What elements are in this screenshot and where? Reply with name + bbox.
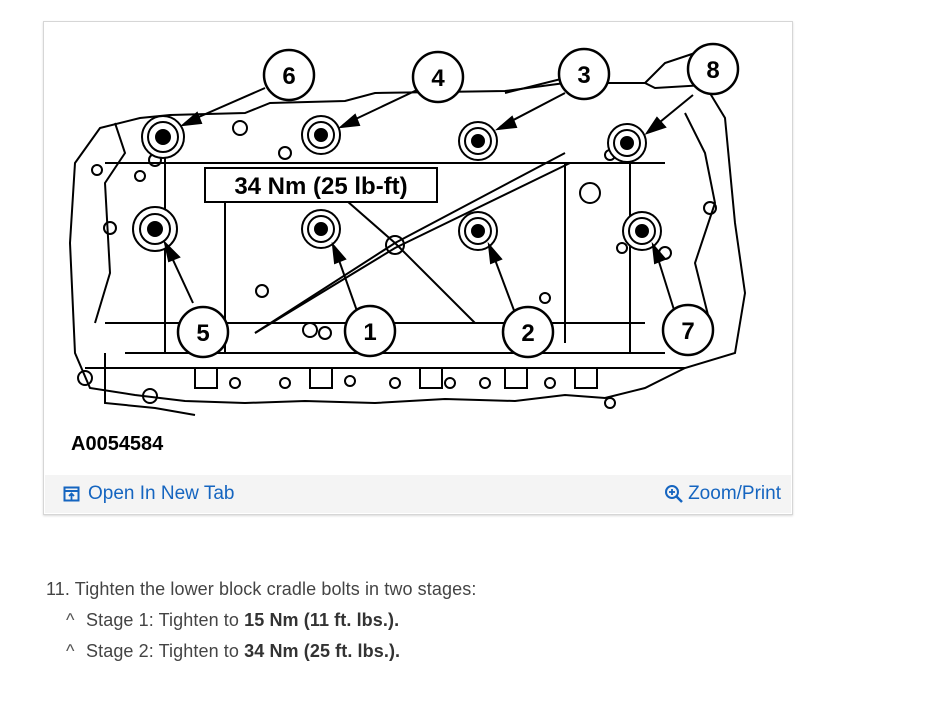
bolt-7 <box>622 211 662 251</box>
callout-5: 5 <box>196 320 209 347</box>
bolt-3 <box>458 121 498 161</box>
figure-toolbar: Open In New Tab Zoom/Print <box>45 475 791 513</box>
substep-1: ^ Stage 1: Tighten to 15 Nm (11 ft. lbs.)… <box>46 605 476 636</box>
bolt-1 <box>301 209 341 249</box>
zoom-print-label: Zoom/Print <box>688 483 781 504</box>
bolt-5 <box>132 206 178 252</box>
substep-marker: ^ <box>66 610 75 630</box>
substep-value: 15 Nm (11 ft. lbs.). <box>244 610 400 630</box>
step-text: Tighten the lower block cradle bolts in … <box>74 579 477 599</box>
callout-6: 6 <box>282 63 295 90</box>
callout-2: 2 <box>521 320 534 347</box>
bolt-4 <box>301 115 341 155</box>
step-number: 11. <box>46 579 70 599</box>
bolt-8 <box>607 123 647 163</box>
figure-id: A0054584 <box>71 433 164 455</box>
open-in-new-tab-link[interactable]: Open In New Tab <box>63 483 234 505</box>
torque-label-box <box>204 167 438 203</box>
callout-4: 4 <box>431 65 445 92</box>
step-11: 11. Tighten the lower block cradle bolts… <box>46 574 476 605</box>
figure-container: 6 4 3 8 5 1 2 7 34 Nm (25 lb-ft) A005458… <box>43 21 793 515</box>
bolt-6 <box>141 115 185 159</box>
instructions: 11. Tighten the lower block cradle bolts… <box>46 574 476 667</box>
substep-value: 34 Nm (25 ft. lbs.). <box>244 641 401 661</box>
callout-1: 1 <box>363 319 376 346</box>
open-in-new-tab-icon <box>63 486 80 501</box>
torque-label: 34 Nm (25 lb-ft) <box>234 173 407 200</box>
open-in-new-tab-label: Open In New Tab <box>88 483 235 504</box>
zoom-in-icon <box>665 485 683 503</box>
callout-8: 8 <box>706 57 719 84</box>
bolt-2 <box>458 211 498 251</box>
substep-marker: ^ <box>66 641 75 661</box>
callout-7: 7 <box>681 318 694 345</box>
substep-2: ^ Stage 2: Tighten to 34 Nm (25 ft. lbs.)… <box>46 636 476 667</box>
substep-prefix: Stage 2: Tighten to <box>86 641 245 661</box>
zoom-print-link[interactable]: Zoom/Print <box>664 483 781 505</box>
engine-block-diagram[interactable]: 6 4 3 8 5 1 2 7 34 Nm (25 lb-ft) A005458… <box>45 23 791 475</box>
callout-3: 3 <box>577 62 590 89</box>
substep-prefix: Stage 1: Tighten to <box>86 610 245 630</box>
